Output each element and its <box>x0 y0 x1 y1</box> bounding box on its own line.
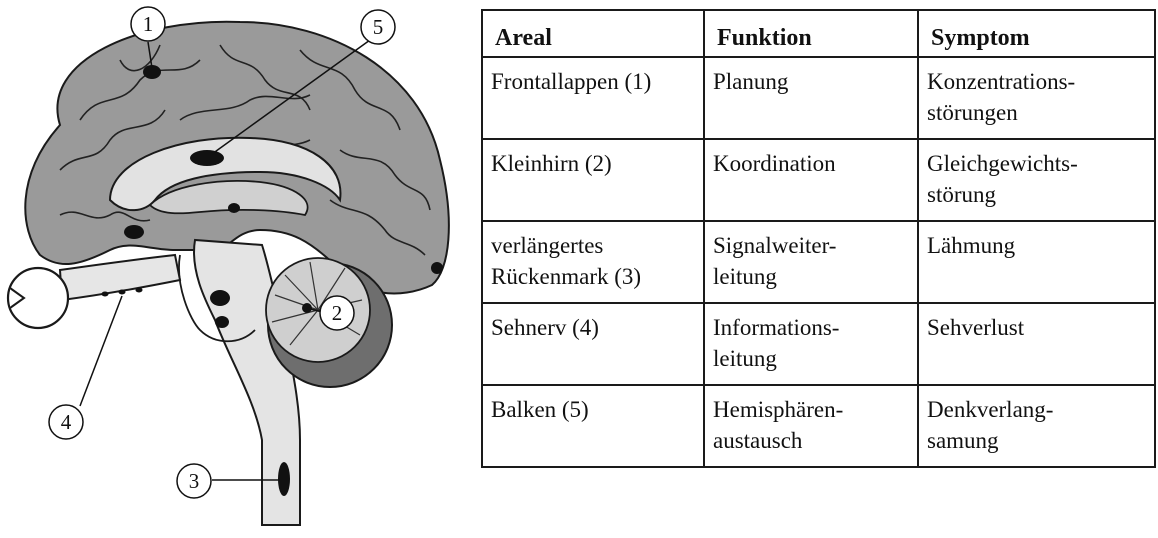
callout-3-label: 3 <box>189 469 200 493</box>
callout-4-label: 4 <box>61 410 72 434</box>
table-row: Frontallappen (1) Planung Konzentrations… <box>481 56 1156 140</box>
table-row: Balken (5) Hemisphären- austausch Denkve… <box>481 384 1156 468</box>
callout-2: 2 <box>319 295 355 331</box>
header-areal: Areal <box>481 9 705 58</box>
callout-1-label: 1 <box>143 12 154 36</box>
cell-funktion: Signalweiter- leitung <box>703 220 919 304</box>
callout-5-label: 5 <box>373 15 384 39</box>
cell-funktion: Koordination <box>703 138 919 222</box>
header-funktion: Funktion <box>703 9 919 58</box>
eye-and-optic-nerve <box>6 253 182 330</box>
cell-funktion: Planung <box>703 56 919 140</box>
region-markers <box>124 65 443 496</box>
table-header-row: Areal Funktion Symptom <box>481 9 1156 58</box>
callout-4: 4 <box>48 404 84 440</box>
cell-funktion: Hemisphären- austausch <box>703 384 919 468</box>
callout-3: 3 <box>176 463 212 499</box>
table-row: verlängertes Rückenmark (3) Signalweiter… <box>481 220 1156 304</box>
brain-illustration: 1 5 2 4 3 <box>6 6 450 526</box>
callout-lines <box>79 39 371 481</box>
brain-diagram: 1 5 2 4 3 <box>0 0 460 538</box>
cell-symptom: Sehverlust <box>917 302 1156 386</box>
brain-areas-table: Areal Funktion Symptom Frontallappen (1)… <box>481 9 1156 468</box>
cell-areal: Kleinhirn (2) <box>481 138 705 222</box>
cell-areal: Sehnerv (4) <box>481 302 705 386</box>
table-row: Sehnerv (4) Informations- leitung Sehver… <box>481 302 1156 386</box>
cell-funktion: Informations- leitung <box>703 302 919 386</box>
cell-symptom: Gleichgewichts- störung <box>917 138 1156 222</box>
callout-1: 1 <box>130 6 166 42</box>
header-symptom: Symptom <box>917 9 1156 58</box>
table-row: Kleinhirn (2) Koordination Gleichgewicht… <box>481 138 1156 222</box>
cell-symptom: Denkverlang- samung <box>917 384 1156 468</box>
cell-areal: Balken (5) <box>481 384 705 468</box>
cell-symptom: Konzentrations- störungen <box>917 56 1156 140</box>
cell-symptom: Lähmung <box>917 220 1156 304</box>
cell-areal: verlängertes Rückenmark (3) <box>481 220 705 304</box>
table: Areal Funktion Symptom Frontallappen (1)… <box>481 9 1156 468</box>
callout-5: 5 <box>360 9 396 45</box>
cell-areal: Frontallappen (1) <box>481 56 705 140</box>
callout-2-label: 2 <box>332 301 343 325</box>
